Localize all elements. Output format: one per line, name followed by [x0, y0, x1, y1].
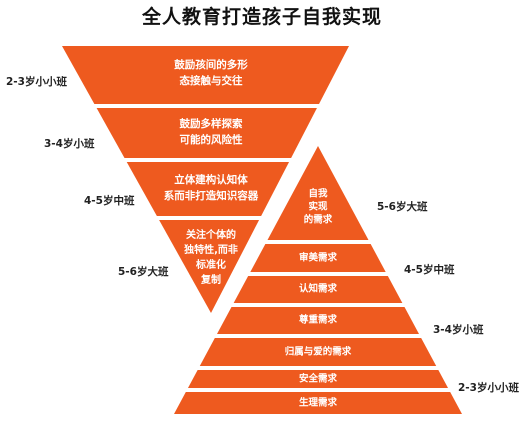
pyramid-band-1-line-0: 审美需求 — [299, 252, 338, 264]
pyramid-band-5-line-0: 安全需求 — [299, 373, 338, 385]
age-label-3-4-left: 3-4岁小班 — [44, 138, 95, 150]
pyramid-band-3 — [216, 307, 420, 334]
pyramid-band-6-line-0: 生理需求 — [299, 397, 338, 409]
inverted-pyramid-band-2 — [126, 162, 290, 216]
pyramid-band-0-line-2: 的需求 — [304, 214, 333, 226]
pyramid-band-3-line-0: 尊重需求 — [299, 314, 338, 326]
age-label-5-6-right: 5-6岁大班 — [377, 201, 428, 213]
inverted-pyramid-band-2-line-0: 立体建构认知体 — [174, 173, 248, 186]
inverted-pyramid-band-3 — [159, 220, 260, 313]
pyramid-band-0-line-1: 实现 — [308, 201, 328, 213]
page-title: 全人教育打造孩子自我实现 — [141, 6, 382, 28]
inverted-pyramid-band-0-line-1: 态接触与交往 — [180, 74, 243, 87]
inverted-pyramid-band-1 — [96, 108, 317, 158]
inverted-pyramid-band-3-line-2: 标准化 — [195, 258, 226, 271]
inverted-pyramid-band-3-line-0: 关注个体的 — [186, 228, 236, 241]
inverted-pyramid-band-1-line-1: 可能的风险性 — [180, 133, 243, 146]
age-label-3-4-right: 3-4岁小班 — [433, 324, 484, 336]
pyramid-band-2-line-0: 认知需求 — [299, 283, 338, 295]
inverted-pyramid-band-1-line-0: 鼓励多样探索 — [180, 117, 243, 130]
inverted-pyramid-band-2-line-1: 系而非打造知识容器 — [164, 189, 259, 202]
pyramid-band-1 — [250, 244, 386, 272]
pyramid-band-0 — [267, 146, 369, 240]
pyramid-band-5 — [187, 370, 449, 388]
pyramid-band-2 — [233, 276, 403, 303]
age-label-2-3-right: 2-3岁小小班 — [458, 382, 519, 394]
pyramid-band-6 — [174, 392, 462, 414]
pyramid-band-4 — [199, 338, 437, 366]
age-label-4-5-left: 4-5岁中班 — [84, 195, 135, 207]
inverted-pyramid-band-0-line-0: 鼓励孩间的多形 — [174, 58, 248, 71]
pyramid-band-0-line-0: 自我 — [308, 188, 328, 200]
age-label-4-5-right: 4-5岁中班 — [404, 264, 455, 276]
pyramid-band-4-line-0: 归属与爱的需求 — [285, 346, 352, 358]
inverted-pyramid-band-3-line-3: 复制 — [200, 273, 221, 286]
age-label-2-3-left: 2-3岁小小班 — [6, 76, 67, 88]
age-label-5-6-left: 5-6岁大班 — [118, 266, 169, 278]
inverted-pyramid-band-3-line-1: 独特性,而非 — [184, 243, 238, 256]
inverted-pyramid-band-0 — [62, 46, 349, 104]
